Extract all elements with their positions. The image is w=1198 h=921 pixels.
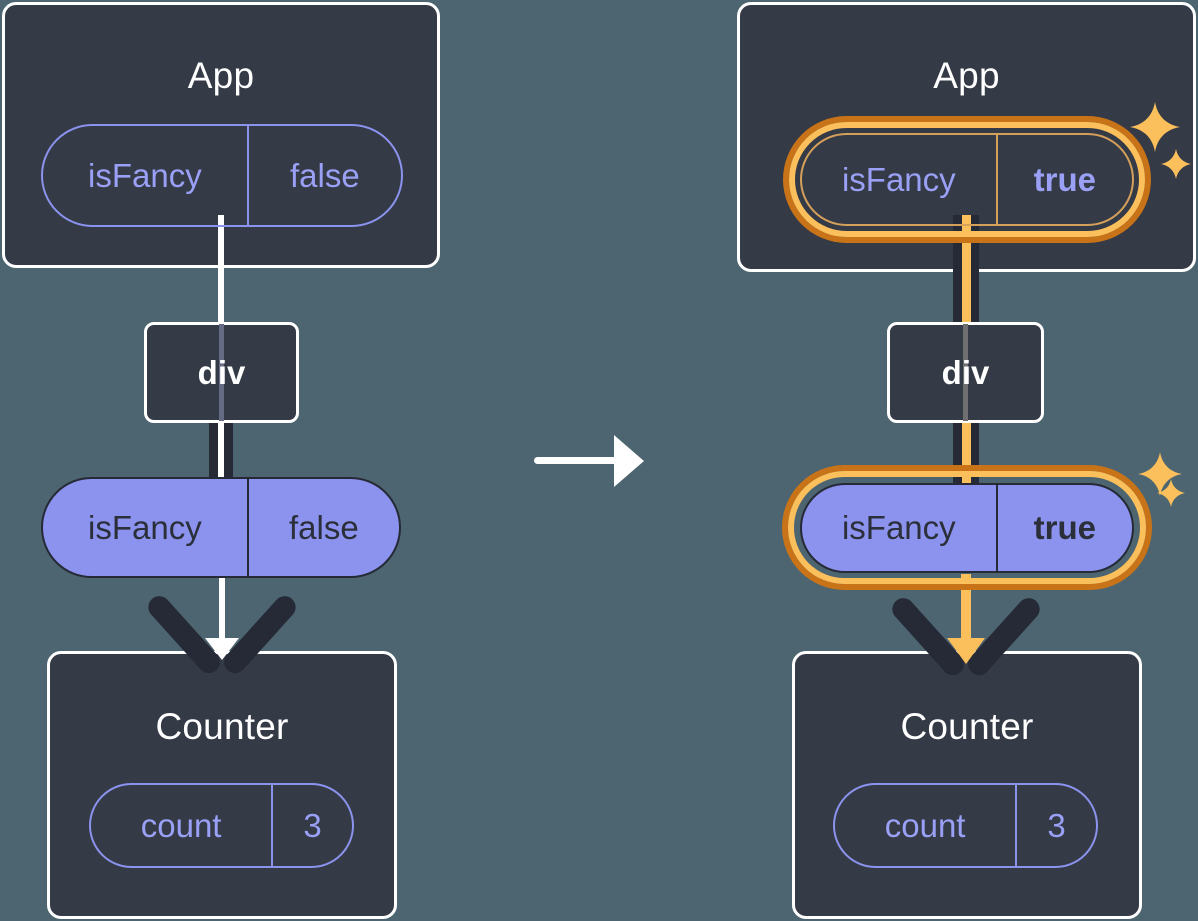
- sparkle-icon-small-mid: [1156, 478, 1186, 508]
- app-title-right: App: [933, 55, 1000, 96]
- transition-arrow-icon: [534, 430, 644, 492]
- state-pill-value-right: true: [995, 135, 1132, 224]
- transition-arrow-head: [614, 435, 644, 487]
- sparkle-icon-large-mid: [1136, 450, 1184, 498]
- prop-pill-value-right: true: [995, 485, 1132, 571]
- div-node-label-right: div: [941, 353, 990, 391]
- arrow-wing-right-right: [963, 593, 1045, 680]
- arrow-head-left: [205, 638, 239, 660]
- state-pill-count-value-right: 3: [1015, 785, 1096, 866]
- prop-pill-key-left: isFancy: [88, 508, 202, 546]
- div-node-label-left: div: [197, 353, 246, 391]
- arrow-shaft-right: [961, 574, 971, 646]
- state-pill-key-right: isFancy: [841, 160, 956, 198]
- div-node-left[interactable]: div: [144, 322, 299, 423]
- prop-pill-isfancy-right[interactable]: isFancy true: [800, 483, 1134, 573]
- arrow-prop-to-counter-left: [140, 574, 304, 678]
- state-pill-count-right[interactable]: count 3: [833, 783, 1098, 868]
- state-pill-count-key-left: count: [140, 806, 222, 844]
- div-node-through-line-left: [219, 324, 224, 421]
- arrow-wing-left: [143, 591, 225, 678]
- app-title-left: App: [187, 55, 255, 96]
- arrow-wing-left-right: [887, 593, 969, 680]
- state-pill-count-value-left: 3: [271, 785, 352, 866]
- arrow-prop-to-counter-right: [884, 574, 1048, 680]
- connector-div-to-prop-right: [953, 420, 979, 490]
- state-pill-key-left: isFancy: [88, 156, 202, 194]
- prop-pill-value-left: false: [246, 479, 399, 576]
- connector-app-to-div-left: [218, 215, 224, 325]
- arrow-wing-right: [219, 591, 301, 678]
- state-pill-isfancy-right[interactable]: isFancy true: [800, 133, 1134, 226]
- transition-arrow-shaft: [534, 457, 620, 464]
- sparkle-icon-large-top: [1128, 100, 1182, 154]
- counter-title-left: Counter: [155, 706, 289, 747]
- state-pill-count-key-right: count: [884, 806, 966, 844]
- div-node-through-line-right: [963, 324, 968, 421]
- state-pill-count-left[interactable]: count 3: [89, 783, 354, 868]
- state-pill-value-left: false: [246, 126, 401, 225]
- prop-pill-isfancy-left[interactable]: isFancy false: [41, 477, 401, 578]
- prop-pill-key-right: isFancy: [841, 509, 956, 546]
- state-pill-isfancy-left[interactable]: isFancy false: [41, 124, 403, 227]
- counter-title-right: Counter: [900, 706, 1034, 747]
- connector-app-to-div-right: [953, 215, 979, 327]
- arrow-shaft-left: [219, 574, 225, 646]
- arrow-head-right: [947, 638, 985, 664]
- div-node-right[interactable]: div: [887, 322, 1044, 423]
- sparkle-icon-small-top: [1160, 148, 1192, 180]
